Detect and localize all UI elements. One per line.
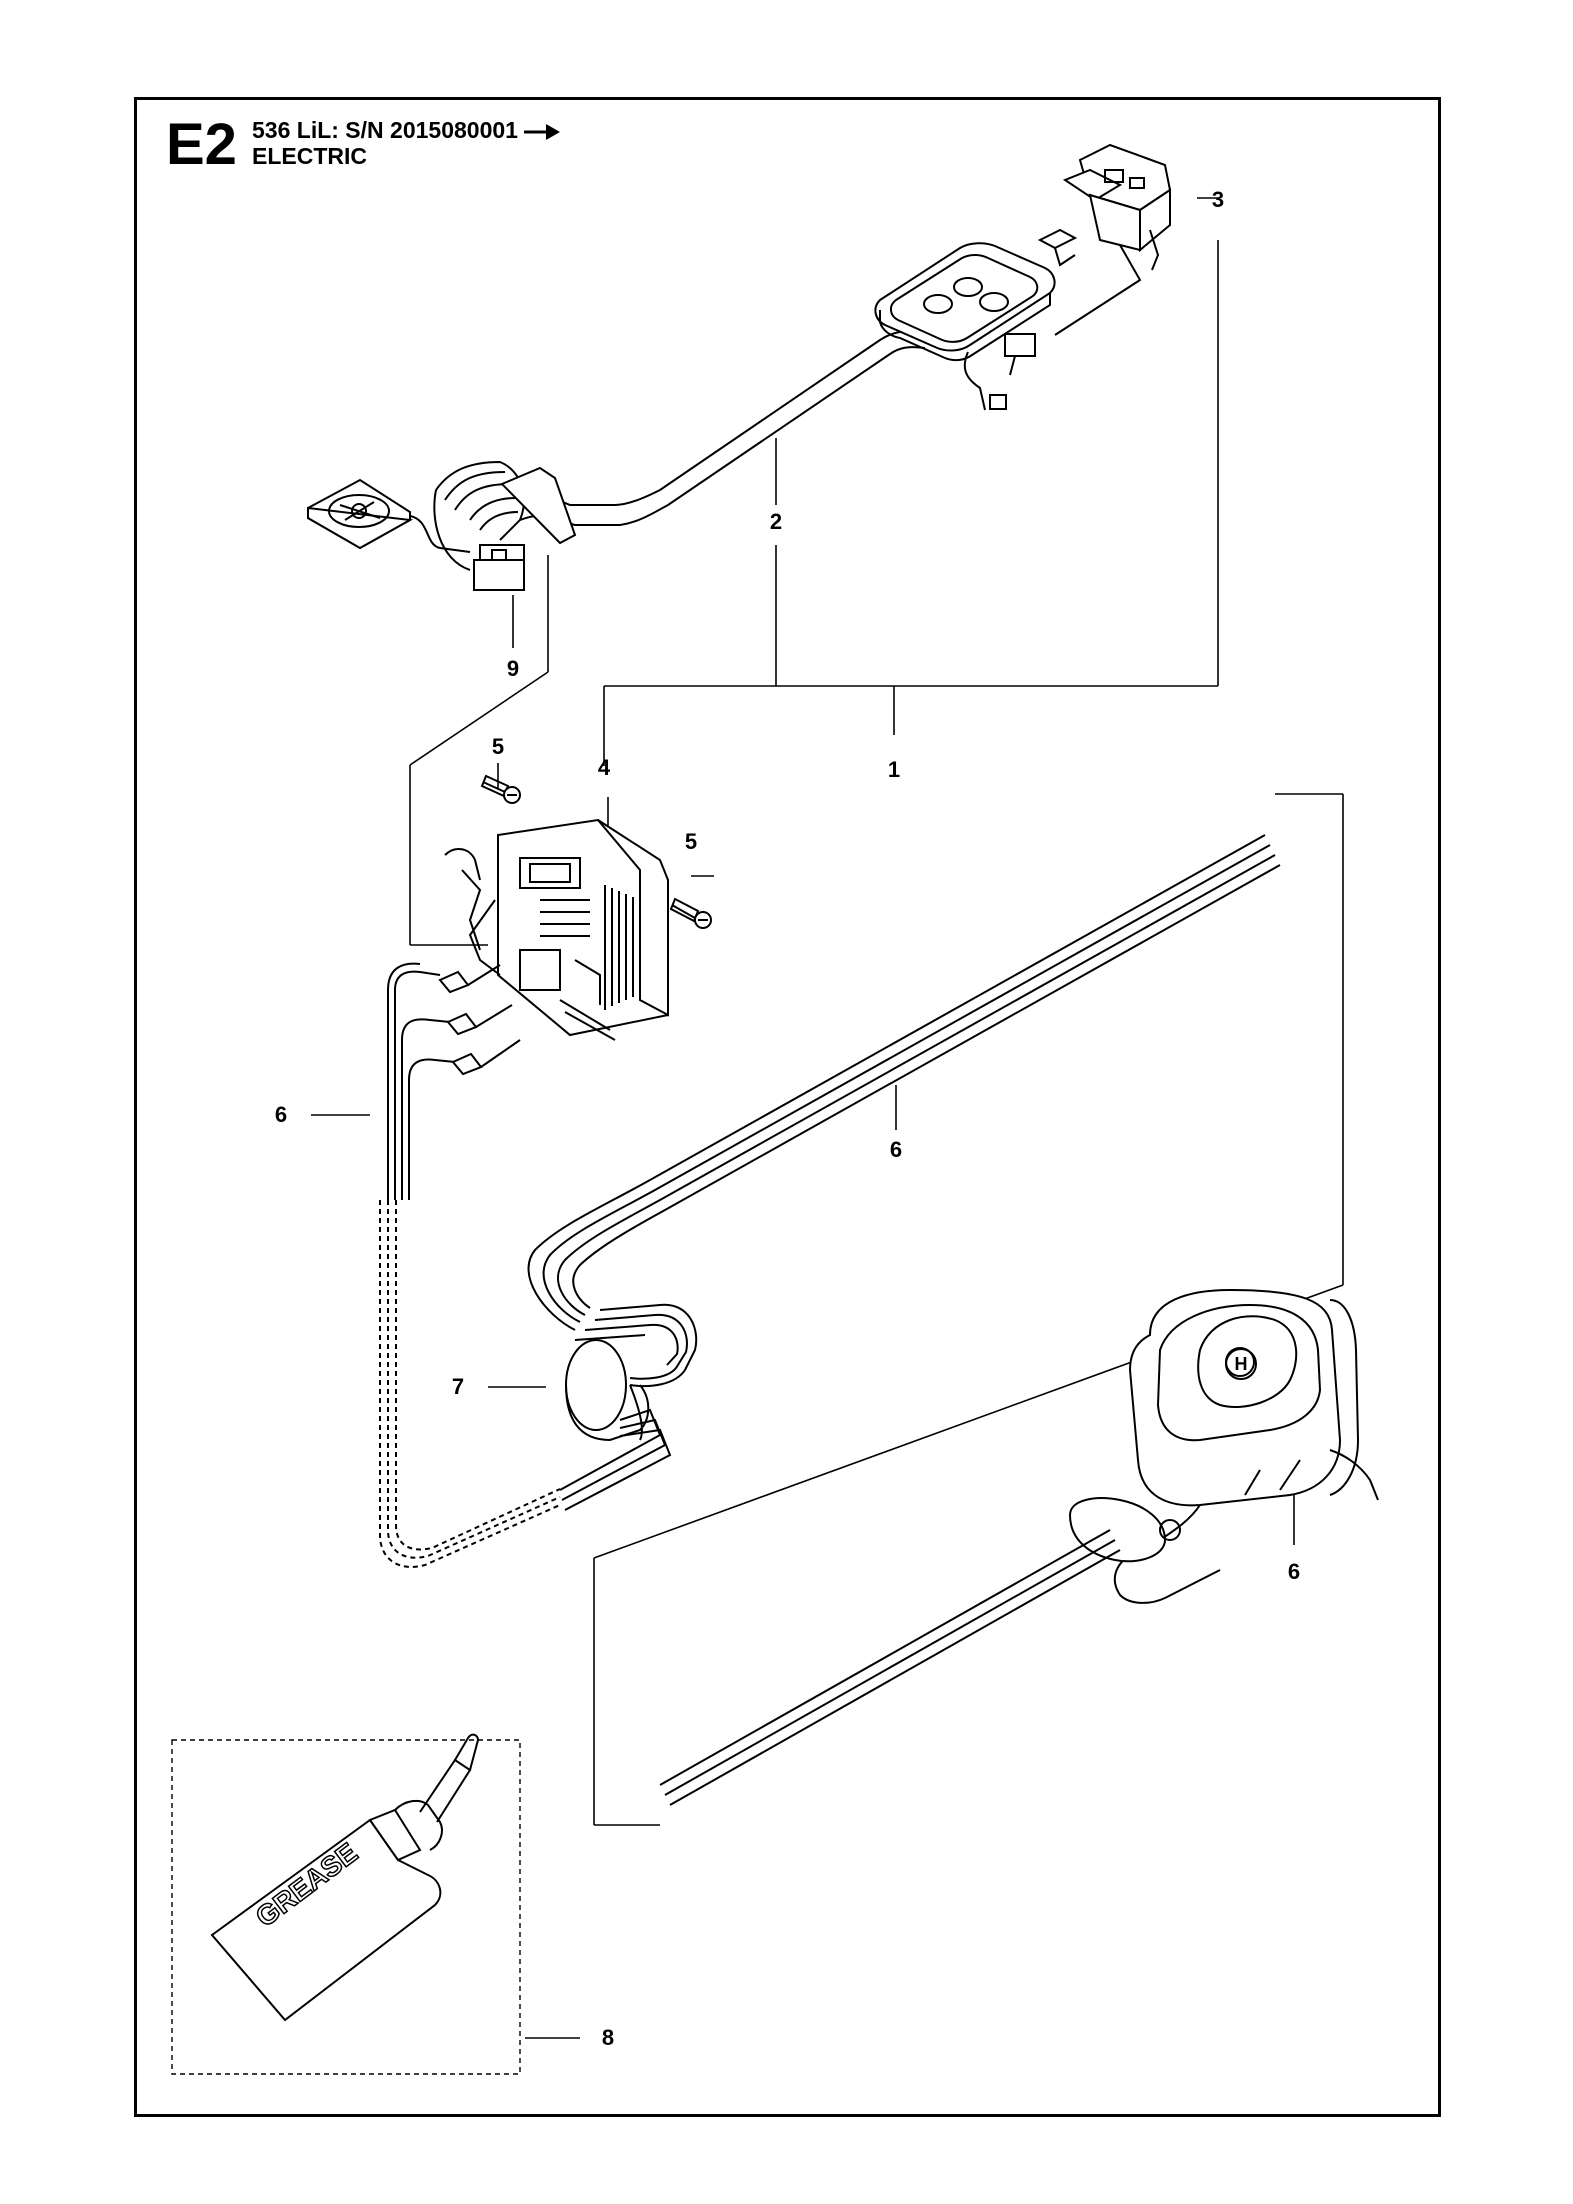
wire-dashed-run xyxy=(379,1200,561,1568)
callout-5-right: 5 xyxy=(684,829,698,854)
callout-4: 4 xyxy=(597,755,611,780)
long-cable-bundle xyxy=(527,834,1281,1331)
control-module xyxy=(444,818,669,1041)
motor-shaft-wires xyxy=(659,1529,1121,1806)
callout-3: 3 xyxy=(1211,187,1225,212)
brand-logo: H xyxy=(1225,1348,1257,1380)
callout-8: 8 xyxy=(601,2025,615,2050)
control-keypad xyxy=(874,242,1056,411)
model-serial-line: 536 LiL: S/N 2015080001 xyxy=(252,117,561,143)
screw-upper xyxy=(480,774,521,804)
model-serial-text: 536 LiL: S/N 2015080001 xyxy=(252,117,518,143)
callout-6-motor: 6 xyxy=(1287,1559,1301,1584)
section-code: E2 xyxy=(166,112,237,177)
flat-cable xyxy=(500,330,926,545)
callout-1: 1 xyxy=(887,757,901,782)
screw-right xyxy=(669,897,712,929)
arrow-right-icon xyxy=(524,123,561,140)
callout-6-left: 6 xyxy=(274,1102,288,1127)
wire-terminals xyxy=(387,962,521,1200)
section-title: ELECTRIC xyxy=(252,143,367,169)
ferrite-loop xyxy=(559,1303,698,1511)
cooling-fan xyxy=(307,478,471,553)
trigger-switch xyxy=(1037,143,1172,336)
callout-7: 7 xyxy=(451,1374,465,1399)
grease-kit xyxy=(171,1733,521,2075)
leader-lines xyxy=(311,197,1295,2039)
callout-6-center: 6 xyxy=(889,1137,903,1162)
callout-2: 2 xyxy=(769,509,783,534)
callout-9: 9 xyxy=(506,656,520,681)
motor-assembly xyxy=(1068,1288,1379,1604)
brand-logo-letter: H xyxy=(1234,1354,1248,1374)
callout-5-upper: 5 xyxy=(491,734,505,759)
page-border xyxy=(134,97,1441,2117)
